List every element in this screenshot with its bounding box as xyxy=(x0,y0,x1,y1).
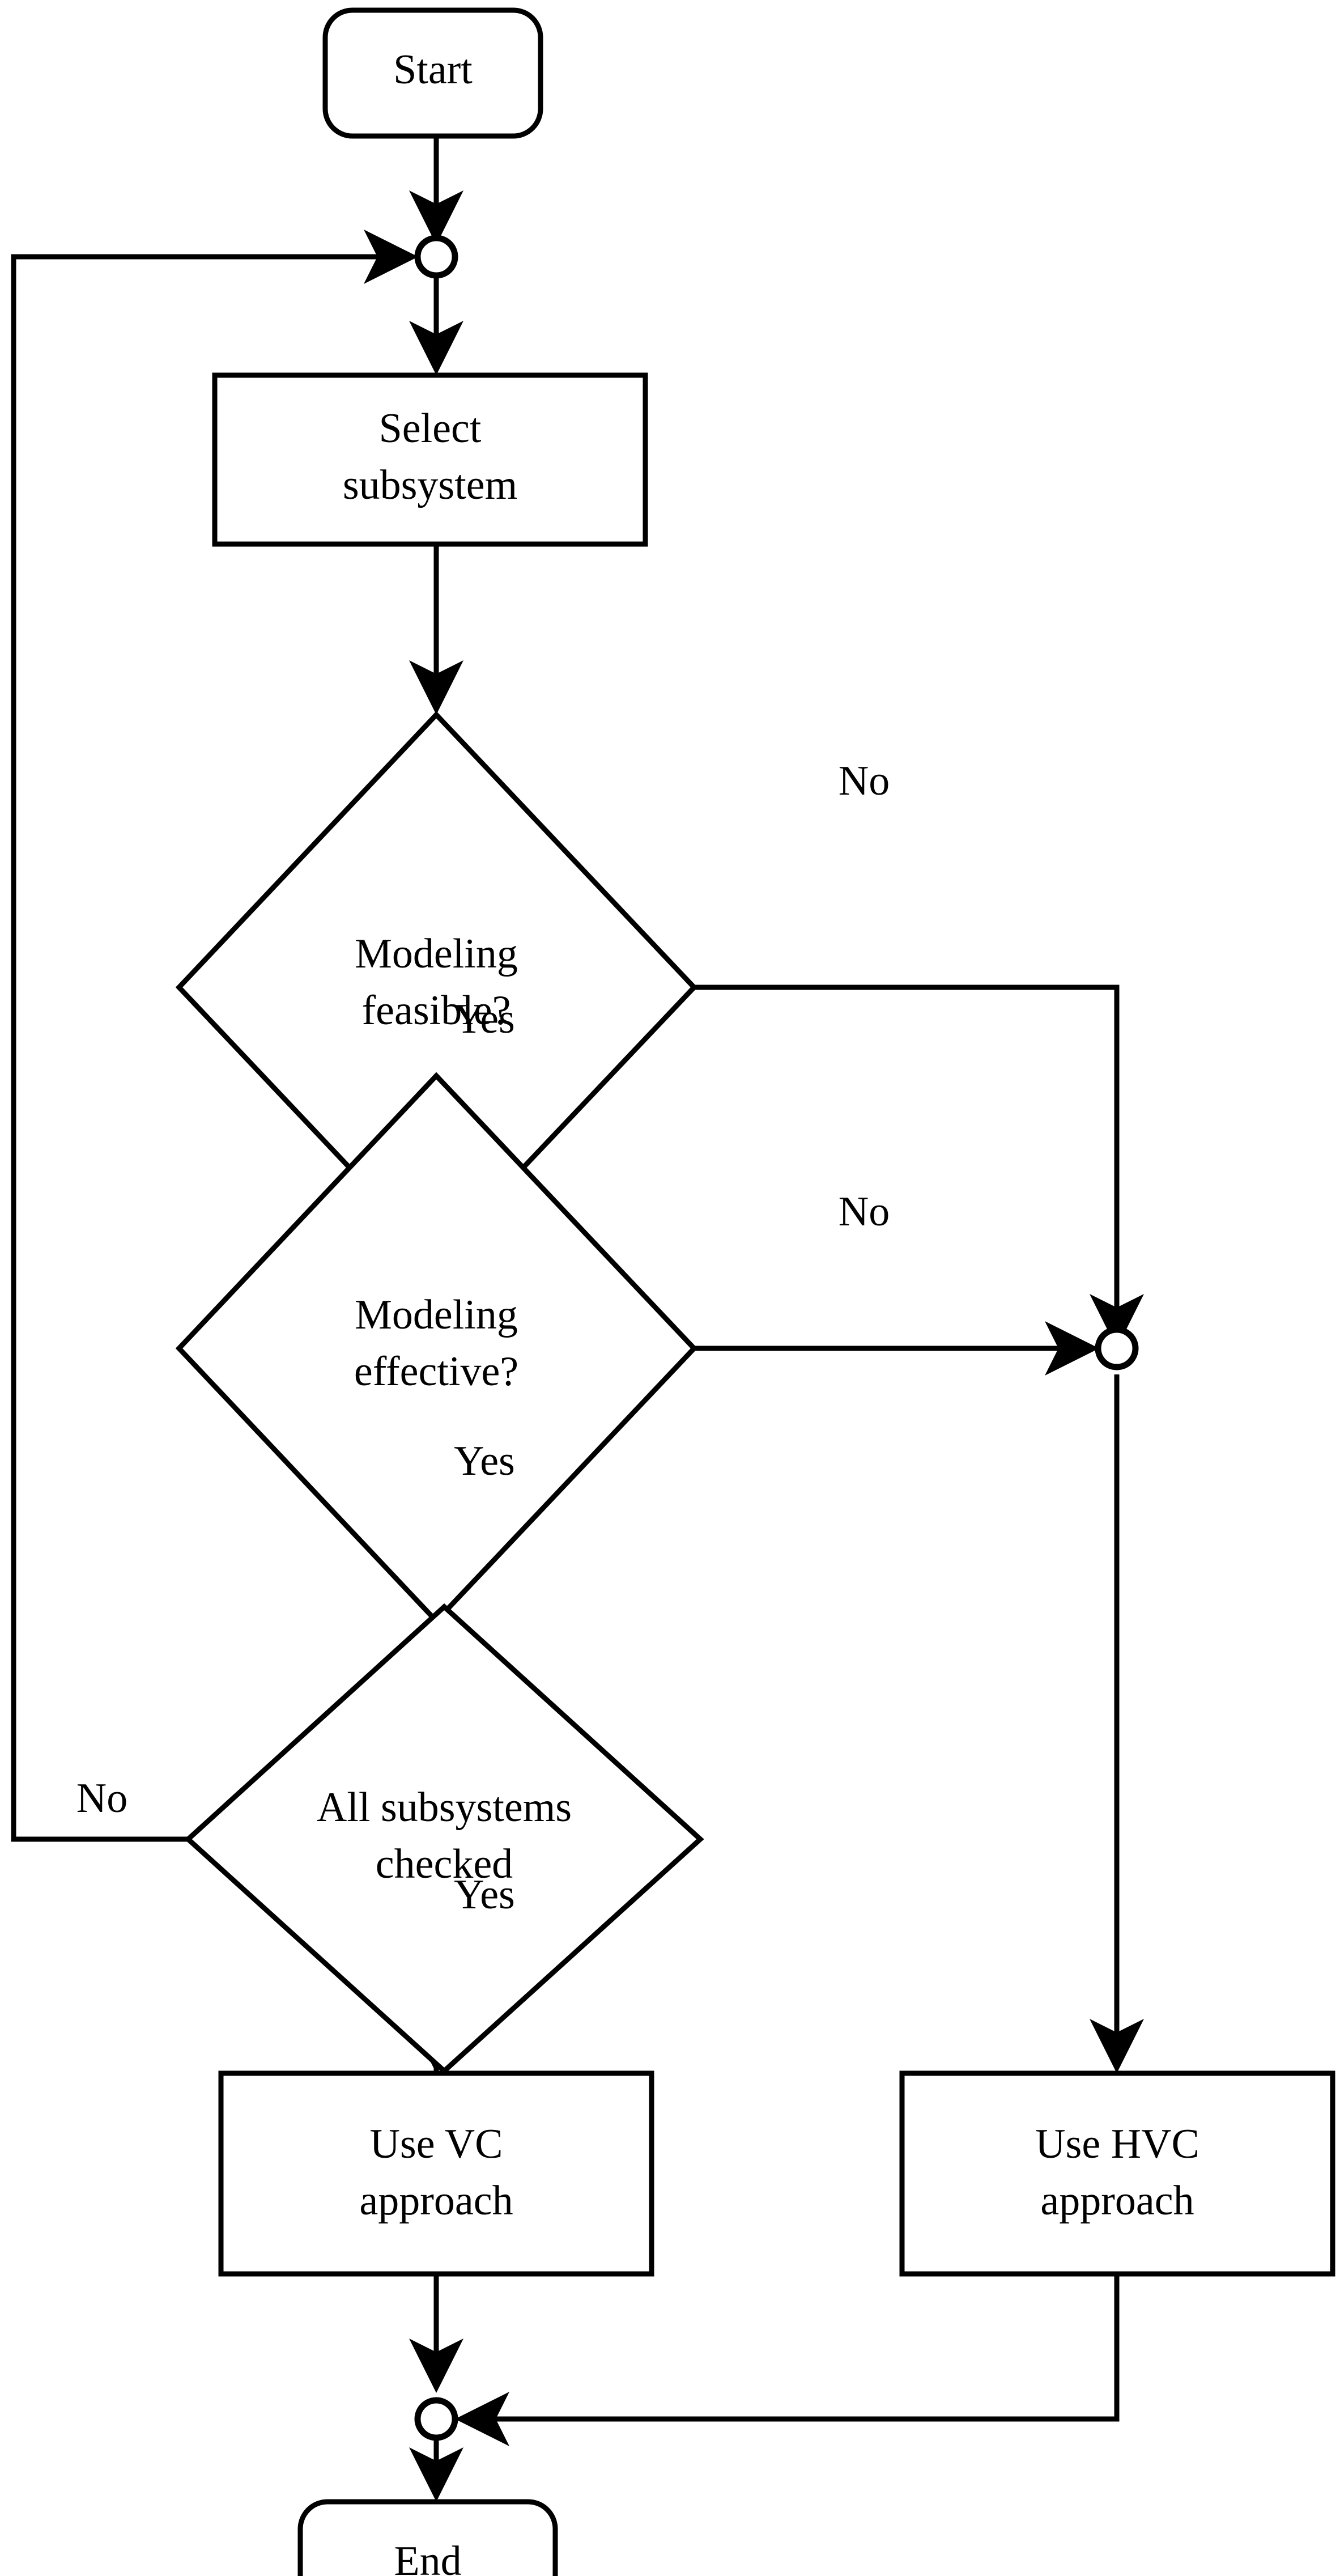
start-shape[interactable] xyxy=(322,7,543,139)
node-junction-top[interactable] xyxy=(414,235,458,279)
use-hvc-label-line1: Use HVC xyxy=(1035,2121,1199,2167)
end-shape[interactable] xyxy=(297,2499,558,2576)
edge-junction-right-to-use-hvc xyxy=(1090,1374,1144,2073)
use-vc-label-line2: approach xyxy=(359,2178,513,2224)
node-modeling-feasible[interactable]: Modeling feasible? xyxy=(175,711,698,1263)
edge-use-vc-to-junction-bottom xyxy=(409,2274,463,2393)
node-junction-right[interactable] xyxy=(1095,1326,1139,1370)
junction-top-circle[interactable] xyxy=(414,235,458,279)
modeling-feasible-label-line2: feasible? xyxy=(362,987,511,1034)
edge-junction-bottom-to-end xyxy=(409,2433,463,2502)
edge-label-feasible-yes: Yes xyxy=(454,996,515,1042)
modeling-effective-label-line1: Modeling xyxy=(355,1292,518,1338)
node-start[interactable]: Start xyxy=(322,7,543,139)
select-subsystem-shape[interactable] xyxy=(212,372,648,547)
node-junction-bottom[interactable] xyxy=(414,2397,458,2441)
edge-select-subsystem-to-modeling-feasible xyxy=(409,544,463,715)
modeling-feasible-label-line1: Modeling xyxy=(355,931,518,977)
all-subsystems-checked-label-line1: All subsystems xyxy=(317,1784,572,1831)
use-hvc-shape[interactable] xyxy=(899,2070,1335,2277)
edge-label-checked-yes: Yes xyxy=(454,1871,515,1918)
node-use-hvc[interactable]: Use HVC approach xyxy=(899,2070,1335,2277)
node-select-subsystem[interactable]: Select subsystem xyxy=(212,372,648,547)
start-label: Start xyxy=(393,46,473,93)
edge-label-checked-no: No xyxy=(76,1775,127,1822)
select-subsystem-label-line1: Select xyxy=(379,405,482,452)
junction-right-circle[interactable] xyxy=(1095,1326,1139,1370)
edge-label-effective-no: No xyxy=(839,1189,890,1235)
use-hvc-label-line2: approach xyxy=(1040,2178,1194,2224)
edge-label-effective-yes: Yes xyxy=(454,1438,515,1484)
node-all-subsystems-checked[interactable]: All subsystems checked xyxy=(184,1603,704,2075)
node-use-vc[interactable]: Use VC approach xyxy=(218,2070,654,2277)
junction-bottom-circle[interactable] xyxy=(414,2397,458,2441)
edge-feasible-no xyxy=(694,984,1144,1348)
node-modeling-effective[interactable]: Modeling effective? xyxy=(175,1072,698,1625)
end-label: End xyxy=(394,2538,461,2576)
edge-label-feasible-no: No xyxy=(839,758,890,804)
edge-use-hvc-to-junction-bottom xyxy=(455,2274,1120,2446)
all-subsystems-checked-label-line2: checked xyxy=(376,1841,513,1887)
use-vc-shape[interactable] xyxy=(218,2070,654,2277)
select-subsystem-label-line2: subsystem xyxy=(343,462,517,508)
modeling-effective-label-line2: effective? xyxy=(354,1348,518,1395)
all-subsystems-checked-shape[interactable] xyxy=(184,1603,704,2075)
edge-effective-no xyxy=(694,1321,1099,1376)
edge-start-to-junction-top xyxy=(409,136,463,245)
edge-loopback-no-to-junction-top xyxy=(11,230,418,1842)
node-end[interactable]: End xyxy=(297,2499,558,2576)
use-vc-label-line1: Use VC xyxy=(369,2121,503,2167)
edge-junction-top-to-select-subsystem xyxy=(409,270,463,375)
